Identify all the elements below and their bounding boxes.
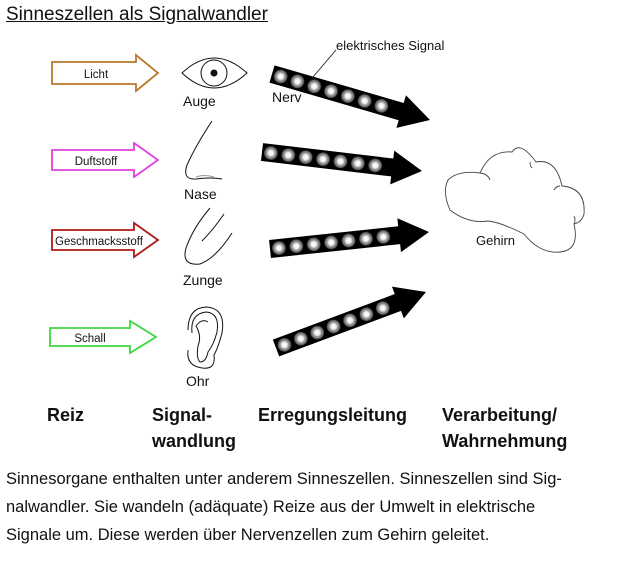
stage-signalwandlung-line2: wandlung xyxy=(152,431,236,451)
stimulus-arrow-duftstoff: Duftstoff xyxy=(51,141,160,179)
arrow-outline xyxy=(51,221,160,259)
signal-bead xyxy=(271,241,286,256)
signal-bead xyxy=(290,74,305,89)
stimulus-label: Duftstoff xyxy=(75,156,118,168)
stimulus-arrow-licht: Licht xyxy=(51,53,160,93)
organ-label-nase: Nase xyxy=(184,186,217,202)
nerve-label: Nerv xyxy=(272,89,302,105)
cloud-detail xyxy=(573,215,576,225)
description-paragraph: Sinnesorgane enthalten unter anderem Sin… xyxy=(6,465,631,549)
page-title: Sinneszellen als Signalwandler xyxy=(6,4,268,25)
signal-bead xyxy=(376,229,391,244)
signal-bead xyxy=(263,146,278,161)
signal-bead xyxy=(358,231,373,246)
signal-bead xyxy=(324,235,339,250)
signal-bead xyxy=(273,69,288,84)
signal-bead xyxy=(368,158,383,173)
signal-bead xyxy=(340,89,355,104)
signal-pointer-line xyxy=(306,49,337,85)
brain-cloud-icon xyxy=(445,147,585,253)
stage-erregungsleitung: Erregungsleitung xyxy=(258,405,408,425)
stimulus-label: Schall xyxy=(74,333,105,345)
signal-label: elektrisches Signal xyxy=(336,38,444,53)
stimulus-arrow-schall: Schall xyxy=(49,319,158,355)
stimulus-label: Licht xyxy=(84,69,109,81)
stage-reiz: Reiz xyxy=(47,405,85,425)
signal-bead xyxy=(293,331,308,346)
cloud-detail xyxy=(529,161,533,169)
signal-bead xyxy=(357,93,372,108)
stage-signalwandlung-line1: Signal- xyxy=(152,405,213,425)
ear-icon xyxy=(187,306,224,369)
signal-bead xyxy=(343,313,358,328)
signal-bead xyxy=(277,337,292,352)
signal-bead xyxy=(310,325,325,340)
signal-bead xyxy=(324,84,339,99)
signal-bead xyxy=(341,233,356,248)
signal-bead xyxy=(375,301,390,316)
stimulus-arrow-geschmacksstoff: Geschmacksstoff xyxy=(51,221,160,259)
signal-bead xyxy=(326,319,341,334)
description-line: Signale um. Diese werden über Nervenzell… xyxy=(6,526,490,544)
description-line: Sinnesorgane enthalten unter anderem Sin… xyxy=(6,470,562,488)
brain-label: Gehirn xyxy=(476,233,515,248)
stage-verarbeitung: Verarbeitung/ Wahrnehmung xyxy=(442,402,567,454)
stage-verarbeitung-line1: Verarbeitung/ xyxy=(442,405,558,425)
signal-bead xyxy=(307,79,322,94)
signal-bead xyxy=(281,148,296,163)
stimulus-label: Geschmacksstoff xyxy=(55,236,144,248)
nose-icon xyxy=(185,120,223,180)
stage-verarbeitung-line2: Wahrnehmung xyxy=(442,431,568,451)
nerve-arrows xyxy=(260,65,430,357)
tongue-icon xyxy=(184,207,233,265)
cloud-detail xyxy=(479,172,491,181)
arrow-outline xyxy=(51,141,160,179)
organ-label-auge: Auge xyxy=(183,93,216,109)
signal-bead xyxy=(374,98,389,113)
signal-bead xyxy=(316,152,331,167)
stage-signalwandlung: Signal- wandlung xyxy=(152,402,236,454)
organ-label-ohr: Ohr xyxy=(186,373,210,389)
signal-bead xyxy=(298,150,313,165)
arrow-outline xyxy=(49,319,158,355)
signal-bead xyxy=(306,237,321,252)
cloud-detail xyxy=(553,185,561,191)
signal-diagram: Licht Duftstoff Geschmacksstoff Schall A… xyxy=(49,38,585,389)
signal-bead xyxy=(359,307,374,322)
organ-label-zunge: Zunge xyxy=(183,272,223,288)
signal-bead xyxy=(333,154,348,169)
description-line: nalwandler. Sie wandeln (adäquate) Reize… xyxy=(6,498,536,516)
arrow-outline xyxy=(51,53,160,93)
signal-bead xyxy=(289,239,304,254)
eye-icon xyxy=(181,57,248,89)
signal-bead xyxy=(350,156,365,171)
